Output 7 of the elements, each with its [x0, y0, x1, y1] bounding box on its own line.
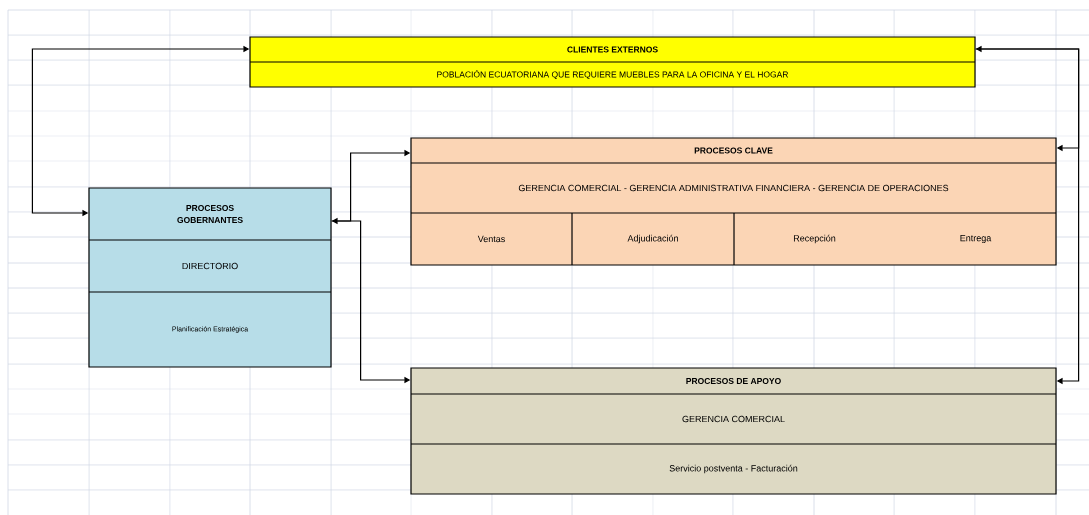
table-cell: Entrega	[960, 234, 992, 244]
table-cell: Recepción	[794, 234, 836, 244]
table-cell: Adjudicación	[627, 234, 678, 244]
connector-arrow	[975, 48, 1080, 385]
process-table: CLIENTES EXTERNOS POBLACIÓN ECUATORIANA QUE REQUIERE MUEBLES PARA LA OFICINA Y EL HOGAR	[249, 36, 976, 88]
table-cell: Ventas	[477, 235, 505, 243]
process-table: PROCESOS DE APOYO GERENCIA COMERCIAL Servicio postventa - Facturación	[410, 367, 1057, 495]
